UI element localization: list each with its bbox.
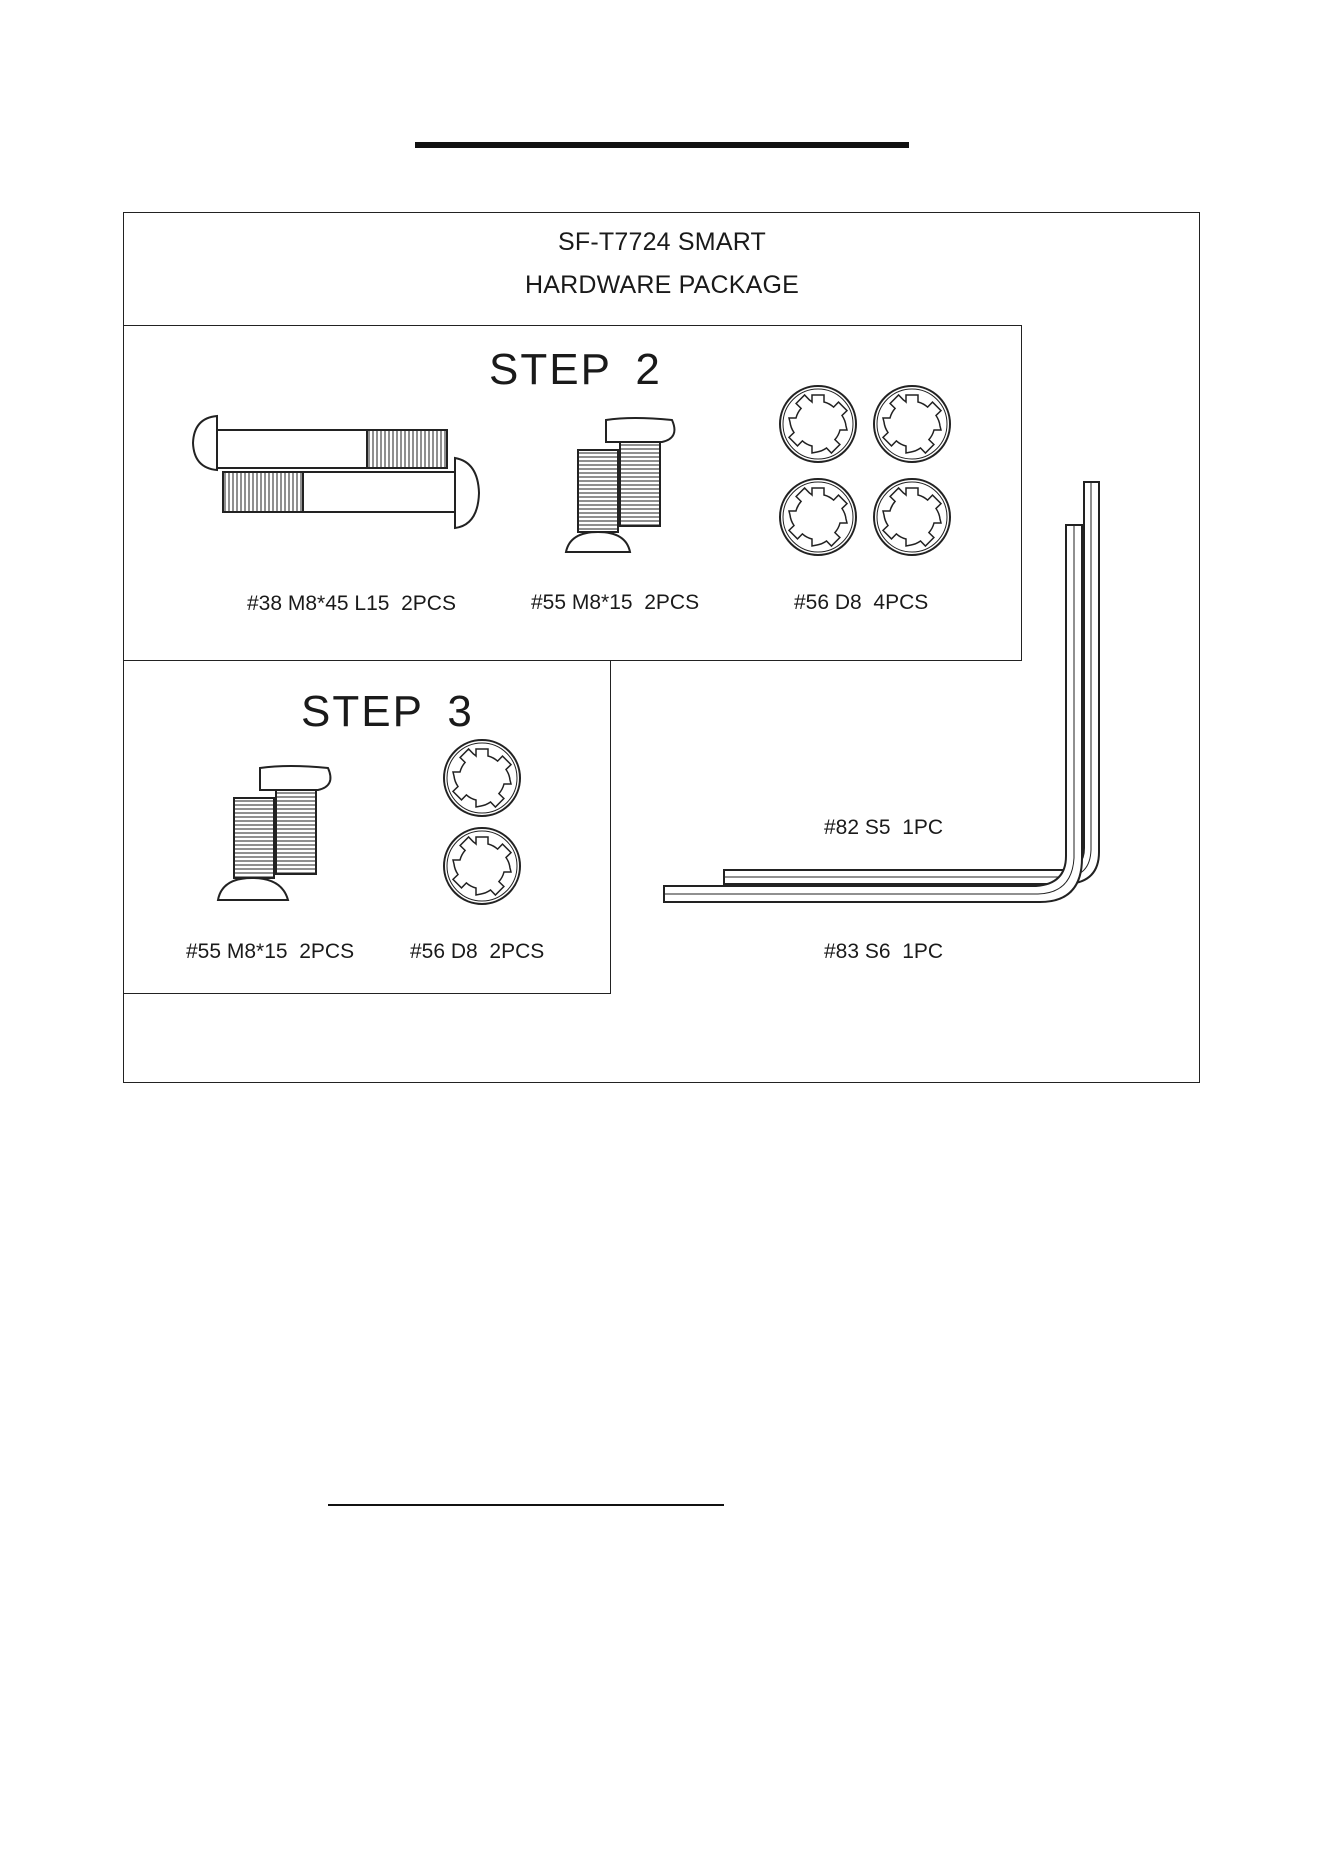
short-bolt-icon — [566, 418, 674, 552]
lock-washer-icon-step3 — [444, 740, 520, 904]
short-bolt-icon-step3 — [218, 766, 330, 900]
long-bolt-icon — [193, 416, 479, 528]
lock-washer-icon — [780, 386, 950, 555]
signature-line — [328, 1504, 724, 1506]
allen-key-icon — [664, 482, 1099, 902]
